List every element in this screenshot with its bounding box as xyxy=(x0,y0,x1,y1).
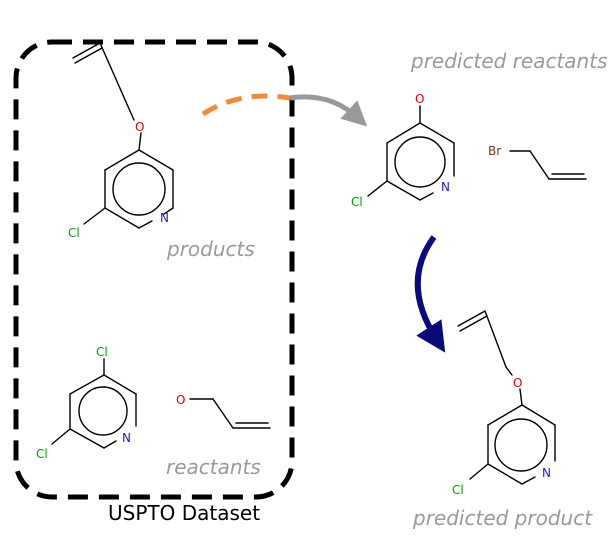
predicted-product-oxygen-atom: O xyxy=(513,376,522,390)
navy-forward-arrow xyxy=(414,235,446,353)
predicted-reactants-label: predicted reactants xyxy=(410,49,607,73)
predicted-product-chlorine-atom: Cl xyxy=(452,483,464,497)
reactants-label: reactants xyxy=(166,455,261,479)
reactant-allyl-alcohol xyxy=(189,398,271,429)
product-chlorine-atom: Cl xyxy=(68,226,80,240)
reactant-dichloropyridine xyxy=(51,358,137,449)
reactant-oxygen-atom: O xyxy=(176,393,185,407)
reactant-chlorine-bottom-atom: Cl xyxy=(36,447,48,461)
gray-retrosynthesis-arrow xyxy=(289,94,368,127)
predicted-chlorine-atom: Cl xyxy=(351,195,363,209)
orange-dashed-arrow xyxy=(201,93,291,117)
predicted-allyl-bromide xyxy=(509,150,587,180)
predicted-product-molecule xyxy=(457,310,556,485)
predicted-product-label: predicted product xyxy=(412,506,593,530)
products-label: products xyxy=(166,237,255,261)
predicted-chloropyridinol xyxy=(367,105,455,201)
dataset-label: USPTO Dataset xyxy=(108,501,260,525)
predicted-bromine-atom: Br xyxy=(488,144,501,158)
reactant-chlorine-top-atom: Cl xyxy=(96,345,108,359)
product-oxygen-atom: O xyxy=(135,120,144,134)
dataset-box xyxy=(13,39,295,500)
reactant-nitrogen-atom: N xyxy=(122,431,131,445)
predicted-oxygen-atom: O xyxy=(415,92,424,106)
product-nitrogen-atom: N xyxy=(160,211,169,225)
predicted-nitrogen-atom: N xyxy=(441,180,450,194)
predicted-product-nitrogen-atom: N xyxy=(542,466,551,480)
product-molecule xyxy=(72,42,174,229)
